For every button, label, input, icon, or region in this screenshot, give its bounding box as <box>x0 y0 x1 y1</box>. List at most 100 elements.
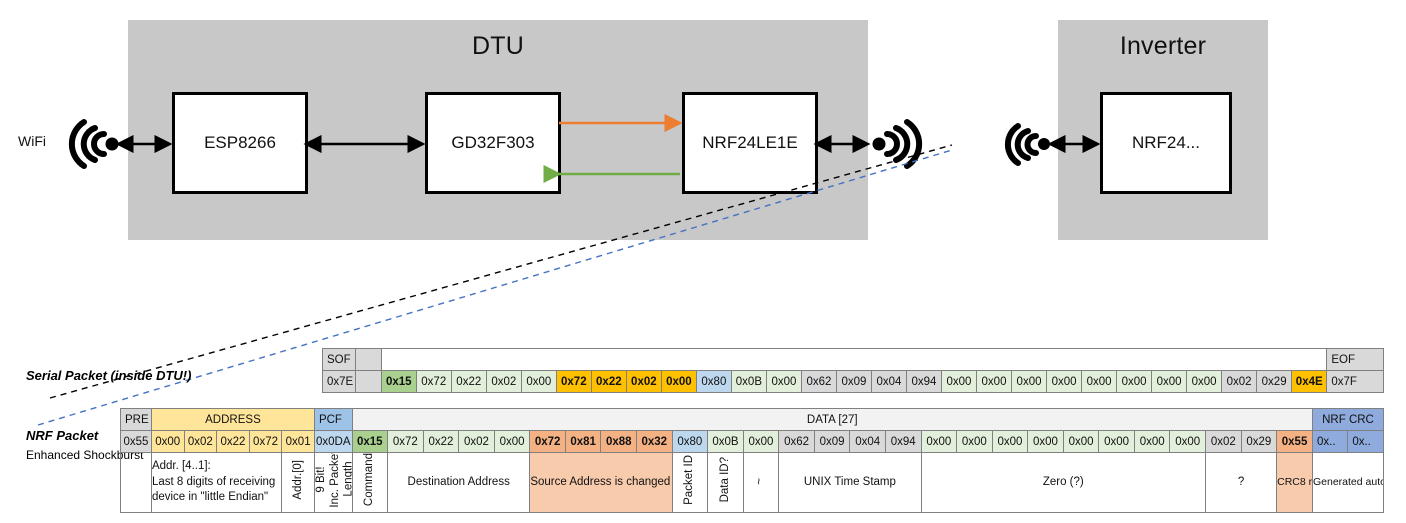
serial-byte-5: 0x72 <box>555 370 592 393</box>
ann-packet-id: Packet ID <box>671 452 709 513</box>
nrf-addr-0: 0x00 <box>150 430 185 453</box>
nrf-data-header: DATA [27] <box>351 408 1313 431</box>
nrf-byte-13: 0x09 <box>813 430 851 453</box>
serial-byte-2: 0x22 <box>450 370 487 393</box>
nrf-byte-14: 0x04 <box>849 430 886 453</box>
nrf-byte-6: 0x81 <box>564 430 602 453</box>
dtu-rf-antenna-icon <box>884 119 923 169</box>
ann-zero-text: Zero (?) <box>1042 475 1084 488</box>
serial-byte-13: 0x09 <box>835 370 872 393</box>
nrf-addr-2: 0x22 <box>216 430 250 453</box>
nrf-byte-9: 0x80 <box>671 430 709 453</box>
ann-question: ? <box>1205 452 1278 513</box>
ann-generated-text: Generated automatically. Dont Care! <box>1312 476 1382 489</box>
packet-tables: Serial Packet (inside DTU!) NRF Packet E… <box>0 250 1406 523</box>
serial-byte-4: 0x00 <box>520 370 557 393</box>
serial-sof-header-pad <box>354 348 382 371</box>
inverter-title: Inverter <box>1119 32 1207 60</box>
serial-byte-23: 0x00 <box>1186 370 1223 393</box>
inverter-antenna-icon <box>1004 123 1039 166</box>
nrf-byte-4: 0x00 <box>493 430 531 453</box>
ann-pcf: 9 Bit! Inc. Packet Length <box>313 452 353 513</box>
nrf-packet-label: NRF Packet <box>26 428 99 443</box>
ann-addr0-text: Addr.[0] <box>291 459 304 500</box>
nrf-byte-5: 0x72 <box>529 430 566 453</box>
ann-command-text: Command <box>363 453 376 507</box>
nrf-byte-21: 0x00 <box>1098 430 1135 453</box>
serial-packet-label: Serial Packet (inside DTU!) <box>26 368 192 383</box>
ann-packet-id-text: Packet ID <box>683 454 696 505</box>
nrf-byte-16: 0x00 <box>920 430 958 453</box>
serial-sof-header: SOF <box>322 348 356 371</box>
nrf-pre-header: PRE <box>120 408 152 431</box>
nrf-crc-1: 0x.. <box>1347 430 1384 453</box>
ann-addr0: Addr.[0] <box>281 452 315 513</box>
nrf-addr-4: 0x01 <box>281 430 315 453</box>
ann-crc8: CRC8 recalc. ! <box>1276 452 1313 513</box>
ann-address: Addr. [4..1]: Last 8 digits of receiving… <box>150 452 283 513</box>
nrf-byte-25: 0x29 <box>1240 430 1278 453</box>
chip-nrf24[interactable]: NRF24... <box>1100 92 1232 194</box>
nrf-byte-22: 0x00 <box>1133 430 1171 453</box>
block-diagram-arrows <box>68 113 1101 184</box>
nrf-crc-0: 0x.. <box>1311 430 1349 453</box>
ann-data-id-text: Data ID? <box>718 456 731 503</box>
ann-pre-gap <box>120 452 152 513</box>
ann-crc8-text: CRC8 recalc. ! <box>1277 476 1313 489</box>
nrf-byte-19: 0x00 <box>1027 430 1064 453</box>
nrf-byte-8: 0x32 <box>636 430 673 453</box>
nrf-byte-15: 0x94 <box>884 430 922 453</box>
ann-tilde: ~ <box>742 452 780 513</box>
serial-byte-0: 0x15 <box>380 370 417 393</box>
nrf-pcf-value: 0x0DA <box>313 430 353 453</box>
ann-pcf-text: 9 Bit! Inc. Packet Length <box>314 452 353 508</box>
ann-generated: Generated automatically. Dont Care! <box>1311 452 1385 513</box>
serial-byte-8: 0x00 <box>660 370 697 393</box>
dtu-rf-antenna-dot <box>872 137 886 151</box>
nrf-byte-3: 0x02 <box>458 430 495 453</box>
serial-byte-3: 0x02 <box>485 370 522 393</box>
nrf-packet-sublabel: Enhanced Shockburst <box>26 448 144 462</box>
nrf-pcf-header: PCF <box>313 408 353 431</box>
serial-byte-20: 0x00 <box>1081 370 1118 393</box>
nrf-addr-3: 0x72 <box>248 430 283 453</box>
nrf-byte-10: 0x0B <box>707 430 744 453</box>
nrf-annotation-row: Addr. [4..1]: Last 8 digits of receiving… <box>120 452 1385 513</box>
nrf-address-header: ADDRESS <box>150 408 315 431</box>
nrf-crc-header: NRF CRC <box>1311 408 1385 431</box>
serial-sof-value-pad <box>354 370 382 393</box>
serial-byte-7: 0x02 <box>625 370 662 393</box>
ann-unix: UNIX Time Stamp <box>778 452 922 513</box>
ann-question-text: ? <box>1237 475 1245 488</box>
serial-eof-header: EOF <box>1326 348 1384 371</box>
serial-byte-1: 0x72 <box>415 370 452 393</box>
serial-byte-21: 0x00 <box>1116 370 1153 393</box>
serial-byte-22: 0x00 <box>1151 370 1188 393</box>
serial-byte-26: 0x4E <box>1291 370 1328 393</box>
nrf-addr-1: 0x02 <box>183 430 218 453</box>
ann-destination: Destination Address <box>387 452 531 513</box>
nrf-pre-value: 0x55 <box>120 430 152 453</box>
ann-source: Source Address is changed to DTU serial … <box>529 452 673 513</box>
serial-header-row: SOF EOF <box>322 348 1384 371</box>
serial-byte-12: 0x62 <box>800 370 837 393</box>
nrf-byte-20: 0x00 <box>1062 430 1100 453</box>
ann-address-text: Addr. [4..1]: Last 8 digits of receiving… <box>151 460 276 504</box>
nrf-byte-11: 0x00 <box>742 430 780 453</box>
nrf-value-row: 0x55 0x00 0x02 0x22 0x72 0x01 0x0DA 0x15… <box>120 430 1384 453</box>
nrf-byte-17: 0x00 <box>956 430 993 453</box>
ann-source-text: Source Address is changed to DTU serial … <box>530 475 671 488</box>
serial-byte-14: 0x04 <box>870 370 907 393</box>
serial-byte-19: 0x00 <box>1046 370 1083 393</box>
nrf-byte-2: 0x22 <box>422 430 460 453</box>
serial-byte-24: 0x02 <box>1221 370 1258 393</box>
wifi-label: WiFi <box>18 133 46 149</box>
serial-sof-value: 0x7E <box>322 370 356 393</box>
serial-byte-18: 0x00 <box>1011 370 1048 393</box>
ann-command: Command <box>351 452 389 513</box>
wifi-antenna-dot <box>105 137 119 151</box>
serial-byte-25: 0x29 <box>1256 370 1293 393</box>
dtu-title: DTU <box>472 32 524 60</box>
nrf-byte-1: 0x72 <box>387 430 424 453</box>
